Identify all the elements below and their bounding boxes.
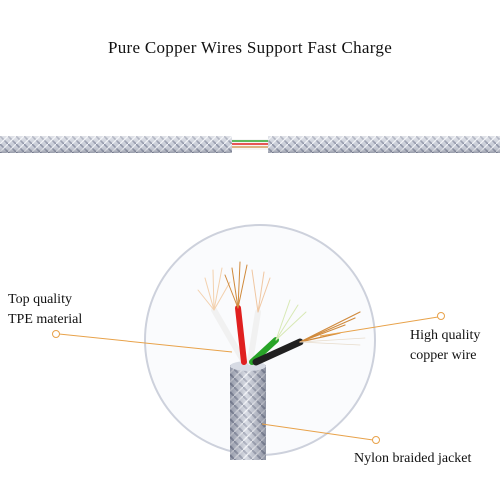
callout-dot-copper <box>437 312 445 320</box>
callout-copper-line2: copper wire <box>410 348 477 363</box>
callout-line-tpe <box>58 333 233 353</box>
callout-copper-label: High quality copper wire <box>410 326 480 366</box>
callout-dot-nylon <box>372 436 380 444</box>
callout-lines <box>52 312 445 444</box>
callout-line-nylon <box>261 423 374 441</box>
callout-tpe-label: Top quality TPE material <box>8 290 82 330</box>
headline-title: Pure Copper Wires Support Fast Charge <box>107 38 393 57</box>
horizontal-cable <box>0 136 500 153</box>
vertical-braided-cable <box>230 361 266 460</box>
callout-dot-tpe <box>52 330 60 338</box>
callout-nylon-line1: Nylon braided jacket <box>354 451 472 466</box>
callout-copper-line1: High quality <box>410 328 481 343</box>
callout-nylon-label: Nylon braided jacket <box>354 449 471 469</box>
callout-tpe-line1: Top quality <box>8 292 72 307</box>
callout-tpe-line2: TPE material <box>8 312 83 327</box>
inner-wires <box>197 261 366 366</box>
callout-line-copper <box>319 316 439 337</box>
